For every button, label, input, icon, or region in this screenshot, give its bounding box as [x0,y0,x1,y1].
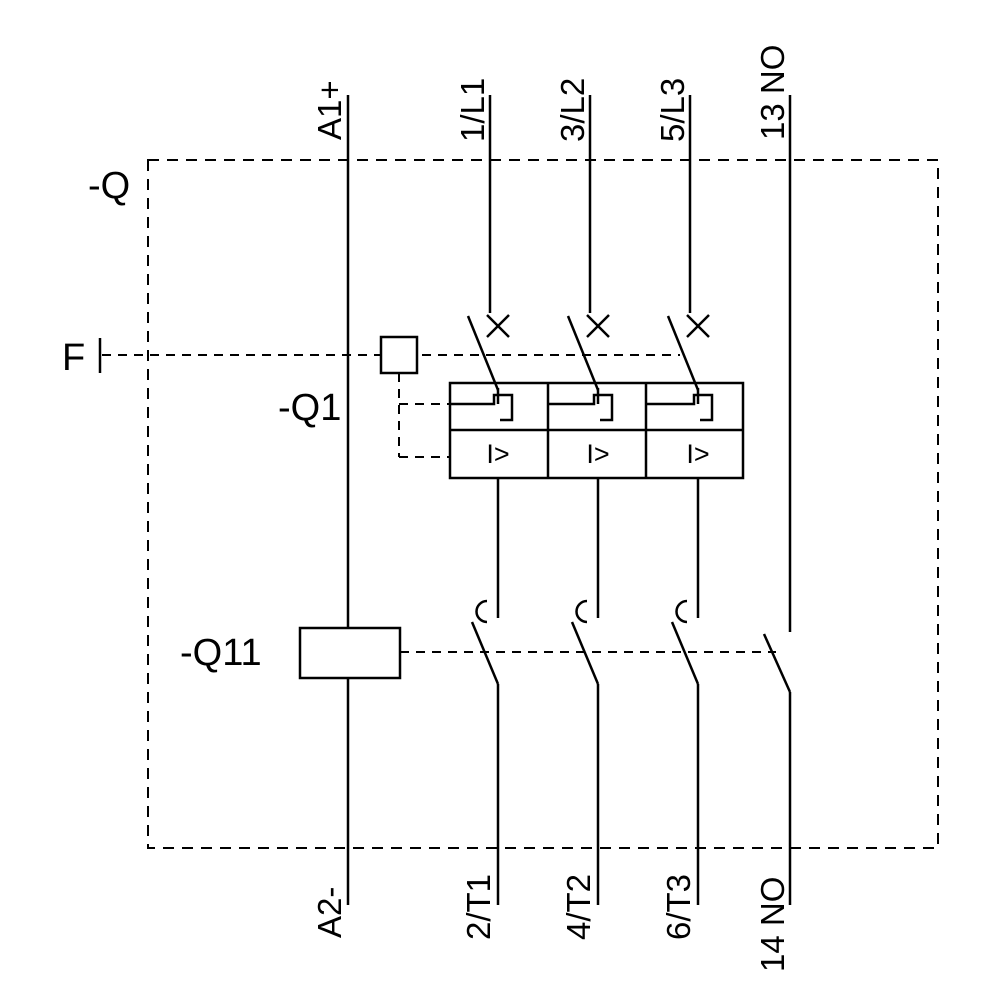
pole-3 [666,95,710,905]
latch-symbol-icon [646,393,714,422]
overload-release-block: I> I> I> [448,381,745,480]
terminal-label-2t1: 2/T1 [460,874,497,940]
breaker-latch-x-icon [586,314,610,338]
contactor-contact-arc-icon [675,599,688,624]
overcurrent-release-label: I> [486,439,509,469]
label-enclosure-q: -Q [88,165,130,207]
terminal-label-5l3: 5/L3 [654,78,691,142]
latch-symbol-icon [450,393,514,422]
breaker-blade [666,315,700,391]
breaker-latch-x-icon [486,314,510,338]
terminal-label-13no: 13 NO [754,45,791,140]
contactor-contact-arc-icon [475,599,488,624]
breaker-blade [466,315,500,391]
pole-1 [466,95,510,905]
label-breaker-q1: -Q1 [278,387,341,429]
terminal-label-1l1: 1/L1 [454,78,491,142]
aux-contact [762,95,792,905]
enclosure-dashed-boundary [147,159,939,849]
contactor-contact-arc-icon [575,599,588,624]
pole-2 [566,95,610,905]
latch-symbol-icon [548,393,614,422]
label-contactor-q11: -Q11 [180,632,262,674]
terminal-label-6t3: 6/T3 [660,874,697,940]
breaker-latch-x-icon [686,314,710,338]
terminal-label-a2-minus: A2- [311,887,348,938]
terminal-label-4t2: 4/T2 [560,874,597,940]
label-trip-input-f: F [62,337,85,379]
contactor-coil-box [298,626,402,680]
trip-actuator-box [379,335,419,375]
breaker-blade [566,315,600,391]
overcurrent-release-label: I> [686,439,709,469]
terminal-label-3l2: 3/L2 [554,78,591,142]
contactor-blade [670,621,700,685]
terminal-label-14no: 14 NO [754,877,791,972]
terminal-label-a1-plus: A1+ [311,80,348,140]
aux-blade [762,633,792,693]
overcurrent-release-label: I> [586,439,609,469]
